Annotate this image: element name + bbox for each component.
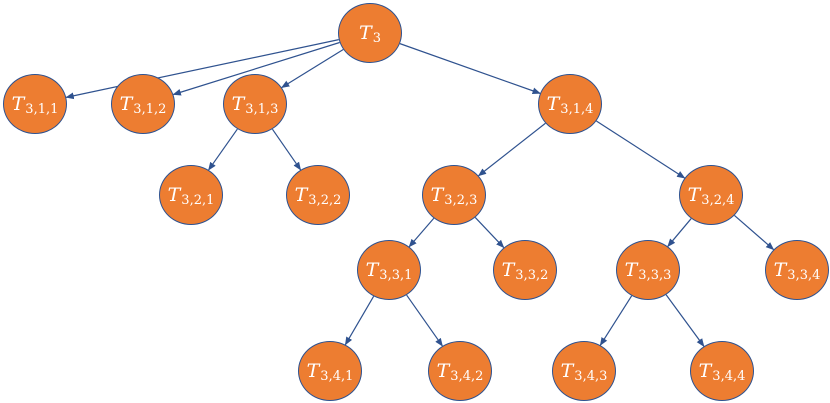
node-label-base: T bbox=[546, 92, 560, 115]
node-label-sub: 3,2,1 bbox=[181, 192, 215, 208]
edge-root-to-n314 bbox=[399, 43, 541, 95]
node-label-sub: 3,4,3 bbox=[574, 368, 608, 384]
node-label-sub: 3,1,2 bbox=[133, 101, 167, 117]
node-label-sub: 3,1,1 bbox=[25, 101, 59, 117]
edge-n331-to-n342 bbox=[406, 294, 443, 347]
node-label-base: T bbox=[365, 258, 379, 281]
node-label-sub: 3 bbox=[372, 30, 381, 46]
edge-n324-to-n333 bbox=[667, 218, 692, 248]
node-label-base: T bbox=[294, 183, 308, 206]
node-label-base: T bbox=[11, 92, 25, 115]
edge-n314-to-n324 bbox=[596, 120, 686, 179]
edge-n333-to-n344 bbox=[665, 294, 705, 347]
node-label-base: T bbox=[687, 183, 701, 206]
edge-root-to-n311 bbox=[65, 39, 339, 100]
edge-n324-to-n334 bbox=[734, 214, 775, 251]
node-label-base: T bbox=[359, 21, 372, 44]
edge-n333-to-n343 bbox=[599, 295, 633, 346]
edge-n323-to-n331 bbox=[408, 217, 435, 248]
node-label-sub: 3,3,2 bbox=[515, 267, 549, 283]
node-label-sub: 3,3,1 bbox=[379, 267, 413, 283]
node-label-sub: 3,1,4 bbox=[560, 101, 594, 117]
node-label-base: T bbox=[167, 183, 181, 206]
node-label-base: T bbox=[119, 92, 133, 115]
node-label-base: T bbox=[698, 359, 712, 382]
node-label-base: T bbox=[436, 359, 450, 382]
node-label-base: T bbox=[306, 359, 320, 382]
edge-n314-to-n323 bbox=[477, 122, 546, 177]
node-label-sub: 3,1,3 bbox=[245, 101, 279, 117]
node-label-sub: 3,3,4 bbox=[787, 267, 821, 283]
edge-root-to-n313 bbox=[281, 48, 344, 89]
node-label-sub: 3,4,2 bbox=[450, 368, 484, 384]
node-label-sub: 3,3,3 bbox=[638, 267, 672, 283]
node-label-base: T bbox=[430, 183, 444, 206]
edge-n313-to-n322 bbox=[271, 128, 302, 171]
node-label-sub: 3,2,2 bbox=[308, 192, 342, 208]
node-label-sub: 3,4,4 bbox=[712, 368, 746, 384]
node-label-base: T bbox=[231, 92, 245, 115]
node-label-base: T bbox=[560, 359, 574, 382]
edge-root-to-n312 bbox=[172, 41, 340, 96]
edge-n313-to-n321 bbox=[208, 128, 238, 171]
node-label-sub: 3,2,3 bbox=[444, 192, 478, 208]
edge-n331-to-n341 bbox=[344, 296, 375, 346]
node-label-sub: 3,2,4 bbox=[701, 192, 735, 208]
node-label-base: T bbox=[501, 258, 515, 281]
edge-n323-to-n332 bbox=[474, 217, 505, 249]
node-label-sub: 3,4,1 bbox=[320, 368, 354, 384]
node-label-base: T bbox=[773, 258, 787, 281]
node-label-base: T bbox=[624, 258, 638, 281]
